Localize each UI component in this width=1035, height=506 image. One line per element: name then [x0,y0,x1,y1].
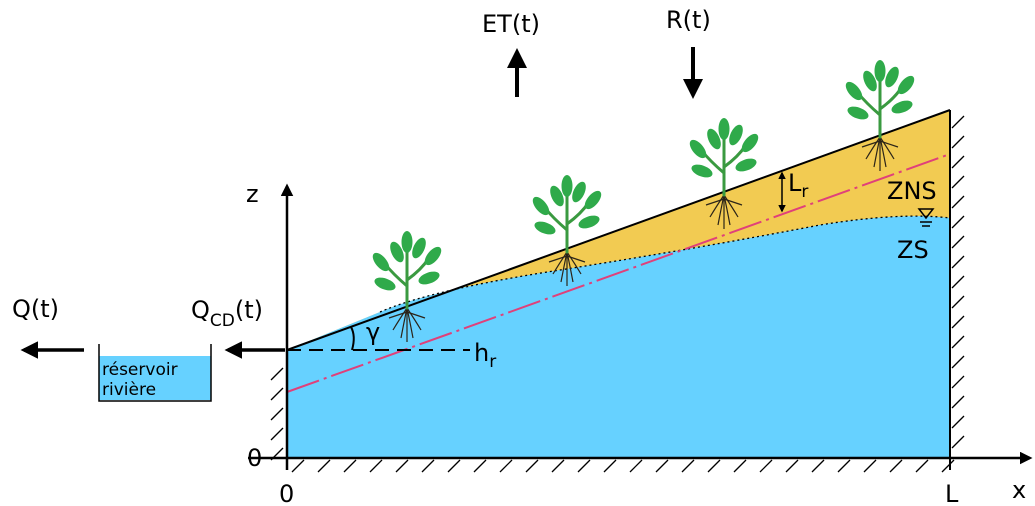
origin-z-label: 0 [247,444,262,472]
ground-surface [286,109,951,351]
plant-icon [689,118,759,229]
z-axis-label: z [246,180,259,208]
lr-label: Lr [788,169,808,202]
saturated-zone [287,216,950,458]
lr-main: L [788,169,802,197]
q-label: Q(t) [12,295,59,323]
qcd-label: QCD(t) [191,296,263,331]
reservoir-label-2: rivière [102,380,156,400]
plant-icon [372,231,442,342]
hr-sub: r [489,352,496,372]
plant-icon [845,60,915,171]
hr-label: hr [474,339,496,372]
x-axis-label: x [1012,476,1026,504]
left-boundary-hatching [270,367,284,461]
plant-icon [532,175,602,286]
qcd-tail: (t) [235,296,263,324]
plants-group [372,60,915,342]
length-label: L [945,480,959,506]
reservoir-water [99,356,211,400]
water-table-icon [917,208,935,227]
reservoir-label-1: réservoir [102,360,178,380]
reservoir-container [98,344,212,402]
bottom-boundary-hatching [291,459,955,473]
qcd-main: Q [191,296,210,324]
hr-main: h [474,339,489,367]
zs-label: ZS [897,236,929,264]
rain-label: R(t) [666,6,711,34]
zns-label: ZNS [887,177,937,205]
reference-line [286,153,951,393]
et-label: ET(t) [482,10,540,38]
lr-sub: r [801,182,808,202]
origin-x-label: 0 [279,480,294,506]
right-boundary-hatching [951,115,965,449]
gamma-label: γ [366,318,380,346]
qcd-sub: CD [210,311,235,331]
gamma-arc [350,326,355,351]
